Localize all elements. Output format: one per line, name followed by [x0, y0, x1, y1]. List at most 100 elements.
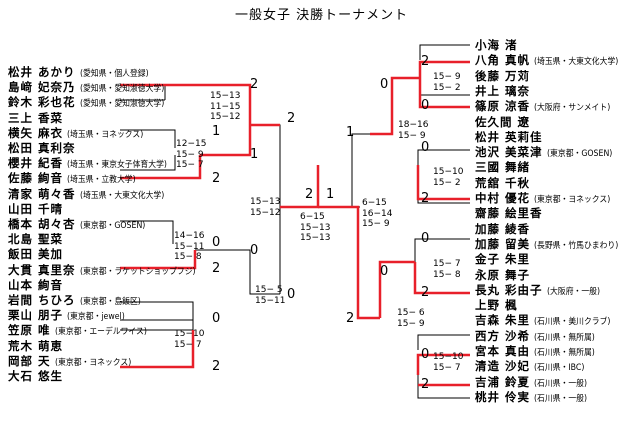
- game-score: 15−13: [210, 91, 241, 101]
- game-score: 15− 5: [255, 285, 283, 295]
- bracket-line: [417, 334, 470, 399]
- player-entry: 吉森 朱里(石川県・美川クラブ): [475, 315, 617, 327]
- winner-line: [120, 330, 195, 369]
- player-name: 島﨑 妃奈乃: [8, 80, 76, 95]
- player-affiliation: (埼玉県・立教大学): [67, 175, 136, 186]
- winner-line: [418, 78, 470, 109]
- winner-line: [370, 76, 420, 136]
- game-score: 15− 9: [176, 149, 204, 160]
- player-name: 永原 舞子: [475, 267, 531, 282]
- winner-line: [120, 250, 197, 270]
- player-affiliation: (東京都・GOSEN): [546, 149, 612, 160]
- bracket-line: [250, 124, 281, 207]
- game-score: 14−16: [174, 231, 205, 241]
- player-name: 篠原 涼香: [475, 99, 531, 114]
- player-affiliation: (愛知県・愛知淑徳大学): [79, 99, 164, 110]
- game-score: 15− 7: [174, 339, 202, 350]
- player-entry: 櫻井 紀香(埼玉県・東京女子体育大学): [8, 156, 176, 171]
- player-name: 西方 沙希: [475, 328, 531, 343]
- player-name: 櫻井 紀香: [8, 156, 64, 171]
- match-result: 2: [212, 171, 221, 186]
- winner-line: [413, 262, 470, 295]
- player-entry: 西方 沙希(石川県・無所属): [475, 328, 600, 343]
- winner-line: [200, 125, 252, 157]
- game-score: 18−16: [398, 120, 429, 130]
- match-result: 0: [380, 77, 389, 92]
- game-score: 16−14: [362, 208, 393, 219]
- player-entry: 金子 朱里: [475, 252, 531, 267]
- player-name: 笠原 唯: [8, 323, 51, 338]
- game-score: 12−15: [176, 139, 207, 149]
- player-entry: 小海 渚: [475, 39, 518, 52]
- player-name: 山本 絢音: [8, 277, 64, 292]
- match-result: 2: [305, 187, 314, 202]
- game-score: 15− 7: [433, 362, 461, 373]
- player-entry: 後藤 万苅: [475, 70, 530, 83]
- player-entry: 中村 優花(東京都・ヨネックス): [475, 191, 617, 205]
- player-affiliation: (石川県・IBC): [534, 363, 585, 374]
- player-name: 鈴木 彩也花: [8, 95, 76, 110]
- game-score: 15−13: [250, 197, 281, 207]
- player-name: 桃井 伶実: [475, 389, 531, 404]
- player-name: 中村 優花: [475, 191, 531, 205]
- game-score: 15−12: [250, 207, 281, 218]
- match-result: 0: [421, 140, 430, 155]
- player-entry: 松井 あかり(愛知県・個人登録): [8, 66, 154, 79]
- game-score: 15−11: [255, 295, 286, 306]
- game-score: 15−13: [300, 233, 331, 243]
- game-score: 15− 9: [433, 72, 461, 82]
- player-entry: 八角 真帆(埼玉県・大東文化大学): [475, 55, 626, 67]
- player-entry: 上野 楓: [475, 299, 518, 312]
- player-entry: 吉浦 鈴夏(石川県・一般): [475, 376, 592, 389]
- player-affiliation: (石川県・無所属): [534, 332, 595, 343]
- player-name: 清造 沙妃: [475, 359, 531, 374]
- game-score: 15− 6: [397, 308, 425, 318]
- game-score: 15− 8: [174, 252, 202, 262]
- player-name: 齋藤 絵里香: [475, 206, 543, 221]
- player-entry: 山田 千晴: [8, 203, 63, 216]
- bracket-line: [120, 301, 194, 331]
- player-entry: 橋本 胡々杏(東京都・GOSEN): [8, 218, 151, 231]
- player-name: 大貫 真里奈: [8, 262, 76, 277]
- match-result: 2: [421, 191, 430, 206]
- player-name: 金子 朱里: [475, 252, 531, 267]
- player-entry: 岡部 天(東京都・ヨネックス): [8, 355, 137, 368]
- player-affiliation: (埼玉県・大東文化大学): [79, 190, 164, 201]
- player-affiliation: (大阪府・サンメイト): [534, 103, 611, 114]
- game-score: 15−10: [433, 167, 464, 177]
- player-affiliation: (長野県・竹馬ひまわり): [534, 240, 619, 251]
- player-affiliation: (東京都・ラケットショップフジ): [79, 266, 196, 277]
- player-name: 岩間 ちひろ: [8, 293, 76, 307]
- game-score: 15− 2: [433, 82, 461, 93]
- bracket-line: [414, 238, 470, 262]
- winner-line: [416, 190, 470, 201]
- player-name: 宮本 真由: [475, 344, 531, 358]
- page-title: 一般女子 決勝トーナメント: [235, 8, 409, 23]
- game-score: 15−13: [300, 222, 331, 233]
- player-name: 八角 真帆: [475, 53, 531, 68]
- player-entry: 大貫 真里奈(東京都・ラケットショップフジ): [8, 262, 205, 277]
- player-affiliation: (大阪府・一般): [546, 286, 600, 297]
- winner-line: [418, 60, 470, 78]
- player-entry: 長丸 彩由子(大阪府・一般): [475, 284, 604, 297]
- winner-line: [120, 155, 202, 180]
- player-affiliation: (東京都・エーデルワイス): [54, 327, 147, 338]
- player-entry: 加藤 留美(長野県・竹馬ひまわり): [475, 238, 626, 251]
- player-affiliation: (埼玉県・東京女子体育大学): [67, 160, 167, 171]
- match-result: 2: [212, 261, 221, 276]
- match-result: 2: [421, 54, 430, 69]
- player-affiliation: (石川県・美川クラブ): [534, 317, 611, 328]
- player-entry: 池沢 美菜津(東京都・GOSEN): [475, 146, 618, 160]
- player-entry: 荒木 萌恵: [8, 340, 63, 353]
- player-entry: 飯田 美加: [8, 249, 63, 261]
- game-score: 15−11: [174, 241, 205, 252]
- match-result: 2: [287, 111, 296, 126]
- player-name: 清家 萌々香: [8, 186, 76, 201]
- game-score: 6−15: [362, 198, 387, 208]
- game-score: 15− 7: [176, 160, 204, 170]
- player-affiliation: (愛知県・愛知淑徳大学): [79, 84, 164, 95]
- game-score: 15− 7: [433, 259, 461, 269]
- match-result: 1: [212, 124, 221, 139]
- bracket-line: [357, 268, 380, 319]
- match-result: 2: [212, 359, 221, 374]
